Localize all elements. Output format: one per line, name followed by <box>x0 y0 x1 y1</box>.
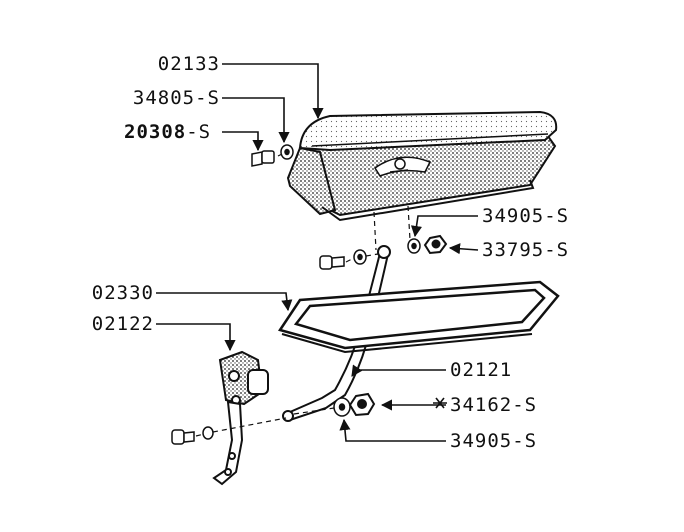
label-gasket-frame: 02330 <box>91 282 154 304</box>
washer-right-icon <box>407 238 421 254</box>
label-screw-top-bold: 20308 <box>124 121 187 143</box>
glove-box-icon <box>286 110 558 222</box>
leader-lines <box>156 63 479 442</box>
assembly-guide-lines <box>195 153 411 437</box>
label-check-arm: 02121 <box>450 359 513 381</box>
washer-top-icon <box>280 144 294 160</box>
hinge-icon <box>212 350 269 486</box>
label-nut-right: 33795-S <box>482 239 570 261</box>
label-washer-right: 34905-S <box>482 205 570 227</box>
label-screw-top: 20308-S <box>124 121 211 143</box>
nut-right-icon <box>423 234 448 255</box>
nut-lower-icon <box>348 392 376 417</box>
washer-middle-icon <box>353 249 367 265</box>
label-hinge: 02122 <box>91 313 154 335</box>
screw-top-icon <box>251 150 275 167</box>
label-glovebox: 02133 <box>157 53 220 75</box>
washer-lower-icon <box>333 397 351 417</box>
label-washer-top: 34805-S <box>132 87 220 109</box>
label-nut-lower: 34162-S <box>450 394 538 416</box>
asterisk-mark <box>433 397 447 409</box>
screw-lower-icon <box>171 426 214 445</box>
label-washer-lower: 34905-S <box>450 430 538 452</box>
label-screw-top-suffix: -S <box>186 121 212 143</box>
screw-middle-icon <box>319 255 345 270</box>
gasket-frame-icon <box>278 280 560 354</box>
